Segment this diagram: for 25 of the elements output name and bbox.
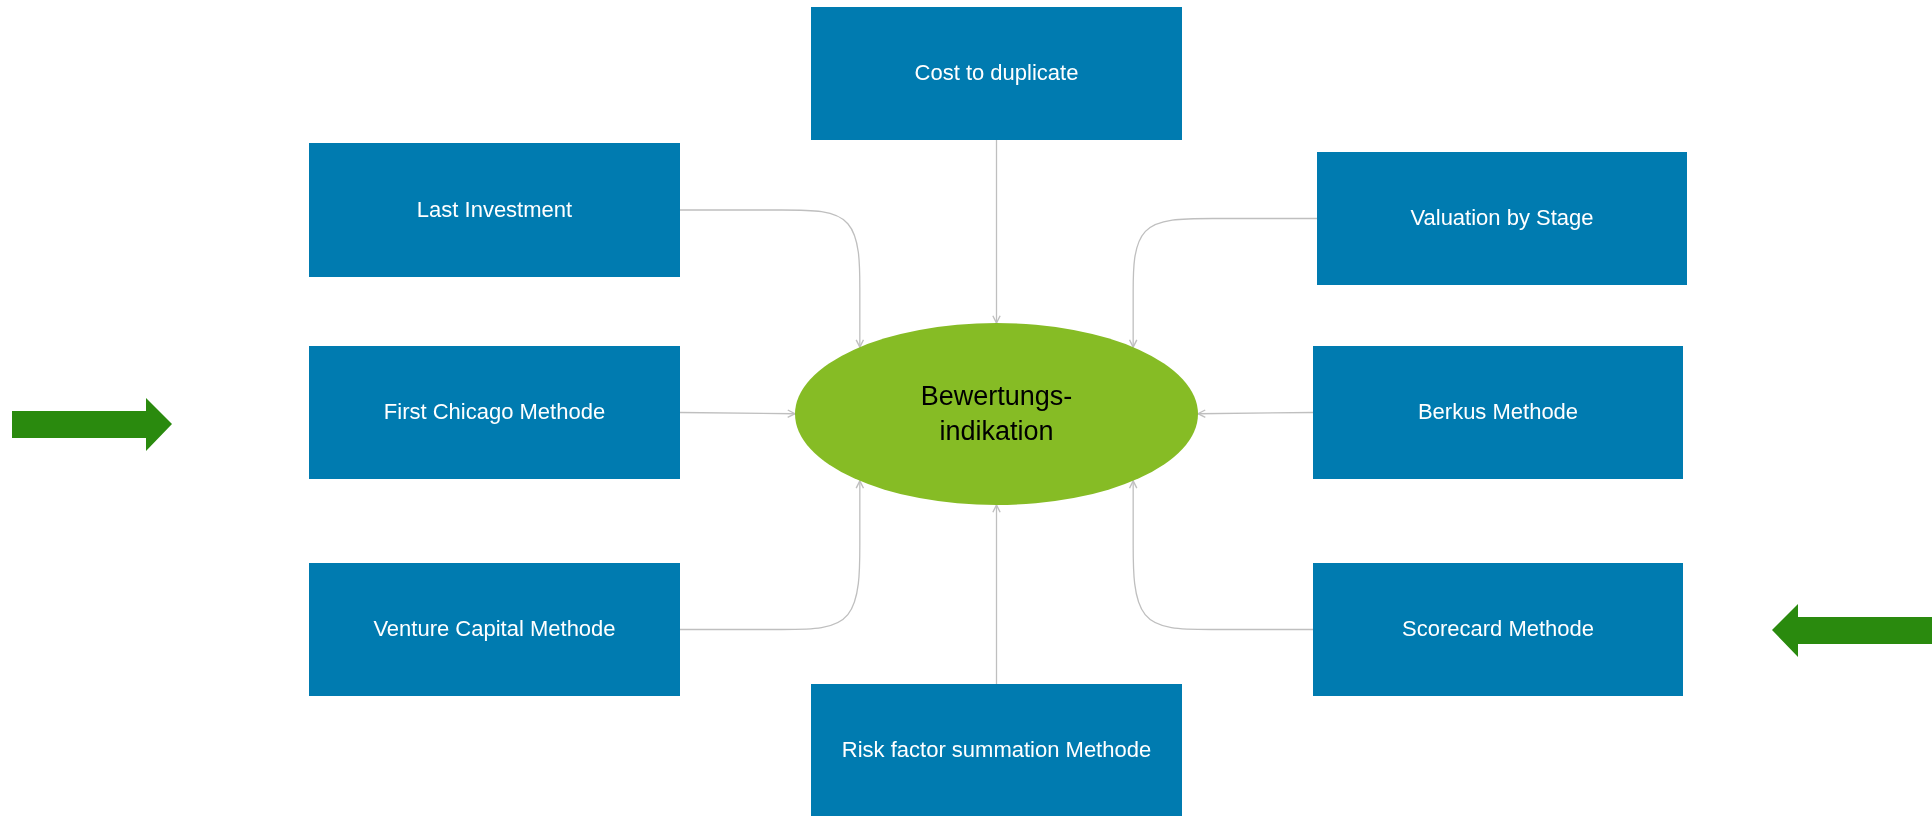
node-label: Risk factor summation Methode — [841, 735, 1152, 764]
method-box — [1313, 346, 1683, 479]
node-label: Last Investment — [416, 195, 573, 224]
connector-arrow — [679, 209, 865, 348]
connector-arrow — [1197, 409, 1314, 418]
connector-arrow — [992, 139, 1001, 324]
node-label: Cost to duplicate — [914, 59, 1079, 88]
method-box — [811, 7, 1182, 140]
method-box — [309, 143, 680, 277]
node-label: Scorecard Methode — [1402, 615, 1594, 644]
connector-arrow — [1128, 480, 1314, 631]
node-label: Valuation by Stage — [1410, 204, 1594, 233]
method-box — [811, 684, 1182, 816]
node-label: Berkus Methode — [1417, 398, 1579, 427]
method-box — [309, 346, 680, 479]
connector-arrow — [679, 480, 865, 631]
node-label: First Chicago Methode — [383, 398, 606, 427]
connector-arrow — [679, 409, 796, 418]
connector-arrow — [1128, 217, 1318, 348]
node-label: Venture Capital Methode — [373, 615, 616, 644]
method-box — [1317, 152, 1687, 285]
connector-arrow — [992, 504, 1001, 685]
node-label: Bewertungs-indikation — [919, 379, 1074, 448]
method-box — [1313, 563, 1683, 696]
method-box — [309, 563, 680, 696]
